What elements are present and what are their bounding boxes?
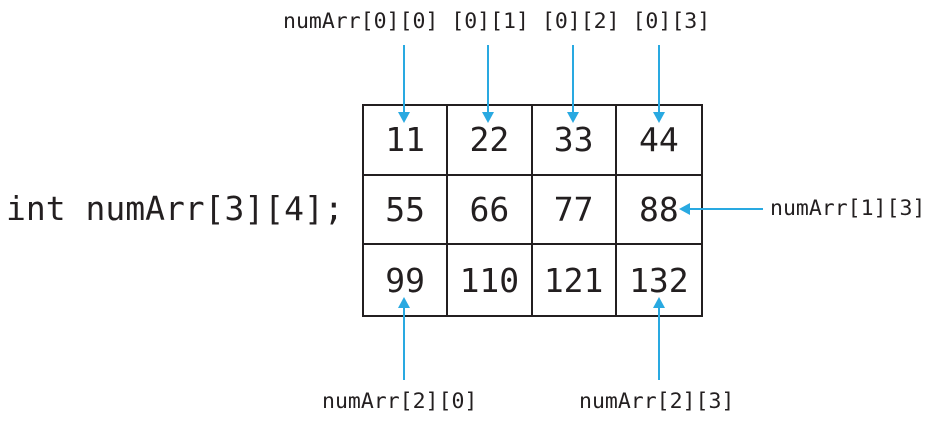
array-declaration: int numArr[3][4];	[6, 189, 344, 228]
bottom-right-index-label: numArr[2][3]	[579, 389, 735, 414]
right-index-label: numArr[1][3]	[770, 196, 926, 221]
down-arrow-icon	[653, 45, 665, 123]
down-arrow-icon	[482, 45, 494, 123]
arrow-shaft	[572, 45, 574, 113]
arrow-head	[398, 297, 410, 308]
array-cell-r1-c1: 66	[448, 175, 533, 246]
bottom-left-index-label: numArr[2][0]	[322, 389, 478, 414]
array-cell-r0-c1: 22	[448, 106, 533, 176]
arrow-shaft	[403, 45, 405, 113]
arrow-shaft	[487, 45, 489, 113]
array-cell-r2-c2: 121	[533, 245, 617, 315]
array-cell-r2-c1: 110	[448, 245, 533, 315]
arrow-head	[653, 112, 665, 123]
array-cell-r0-c0: 11	[364, 106, 449, 176]
arrow-head	[679, 203, 690, 215]
arrow-shaft	[689, 208, 763, 210]
up-arrow-icon	[653, 297, 665, 380]
down-arrow-icon	[398, 45, 410, 123]
arrow-head	[482, 112, 494, 123]
arrow-head	[567, 112, 579, 123]
arrow-shaft	[658, 45, 660, 113]
array-cell-r0-c3: 44	[616, 106, 701, 176]
arrow-shaft	[403, 307, 405, 380]
array-grid: 11 22 33 44 55 66 77 88 99 110 121 132	[362, 104, 703, 317]
array-cell-r2-c3: 132	[629, 260, 689, 300]
array-cell-r0-c2: 33	[532, 106, 617, 176]
left-arrow-icon	[679, 203, 763, 215]
down-arrow-icon	[567, 45, 579, 123]
arrow-head	[653, 297, 665, 308]
array-cell-r1-c2: 77	[532, 175, 617, 246]
top-index-labels: numArr[0][0] [0][1] [0][2] [0][3]	[283, 9, 711, 34]
up-arrow-icon	[398, 297, 410, 380]
array-cell-r2-c0: 99	[364, 245, 449, 315]
array-cell-r1-c3: 88	[616, 176, 701, 246]
array-cell-r1-c0: 55	[364, 175, 449, 246]
arrow-shaft	[658, 307, 660, 380]
arrow-head	[398, 112, 410, 123]
